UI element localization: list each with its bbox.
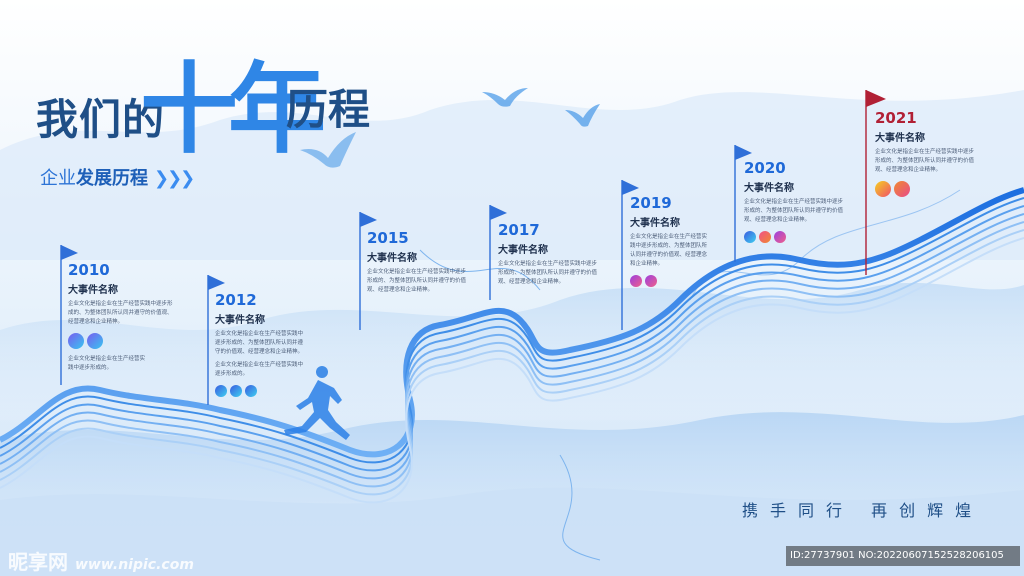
chevron-right-icon: ❯❯❯	[154, 168, 195, 189]
page-title-big: 十年	[140, 52, 326, 167]
milestone-event: 大事件名称	[744, 183, 794, 194]
dot-icon	[630, 275, 642, 287]
milestone-desc: 企业文化是指企业在生产经营实践中逐步形成的、为整体团队所认同并遵守的价值观、经营…	[367, 269, 467, 293]
dot-icon	[774, 231, 786, 243]
milestone-2012: 2012 大事件名称 企业文化是指企业在生产经营实践中逐步形成的、为整体团队所认…	[215, 292, 370, 403]
milestone-2015: 2015 大事件名称 企业文化是指企业在生产经营实践中逐步形成的、为整体团队所认…	[367, 230, 522, 295]
milestone-year: 2021	[875, 109, 917, 127]
milestone-event: 大事件名称	[68, 285, 118, 296]
milestone-desc-2: 企业文化是指企业在生产经营实践中逐步形成的。	[215, 362, 304, 377]
milestone-desc: 企业文化是指企业在生产经营实践中逐步形成的、为整体团队所认同并遵守的价值观、经营…	[498, 261, 598, 285]
milestone-event: 大事件名称	[875, 133, 925, 144]
subtitle-normal: 企业	[40, 168, 76, 189]
flag-icons	[61, 90, 886, 290]
milestone-2019: 2019 大事件名称 企业文化是指企业在生产经营实践中逐步形成的、为整体团队所认…	[630, 195, 785, 293]
milestone-2020: 2020 大事件名称 企业文化是指企业在生产经营实践中逐步形成的、为整体团队所认…	[744, 160, 899, 249]
dot-icon	[744, 231, 756, 243]
milestone-year: 2019	[630, 194, 672, 212]
dot-icon	[215, 385, 227, 397]
subtitle: 企业发展历程 ❯❯❯	[40, 164, 195, 190]
milestone-year: 2020	[744, 159, 786, 177]
milestone-desc: 企业文化是指企业在生产经营实践中逐步形成的、为整体团队所认同并遵守的价值观、经营…	[215, 331, 304, 355]
milestone-2010: 2010 大事件名称 企业文化是指企业在生产经营实践中逐步形成的、为整体团队所认…	[68, 262, 223, 373]
dot-icon	[245, 385, 257, 397]
milestone-event: 大事件名称	[367, 253, 417, 264]
milestone-event: 大事件名称	[498, 245, 548, 256]
dot-icon	[894, 181, 910, 197]
timeline-ribbon	[0, 187, 1024, 504]
milestone-desc: 企业文化是指企业在生产经营实践中逐步形成的、为整体团队所认同并遵守的价值观、经营…	[744, 199, 844, 223]
milestone-event: 大事件名称	[215, 315, 265, 326]
watermark-site-name: 昵享网	[8, 550, 68, 574]
milestone-year: 2017	[498, 221, 540, 239]
dot-icon	[230, 385, 242, 397]
flag-poles	[60, 90, 867, 405]
milestone-desc-2: 企业文化是指企业在生产经营实践中逐步形成的。	[68, 356, 146, 371]
watermark-id: ID:27737901 NO:20220607152528206105	[786, 546, 1020, 566]
bird-icon	[565, 104, 600, 127]
slogan: 携手同行 再创辉煌	[742, 501, 984, 520]
milestone-2021: 2021 大事件名称 企业文化是指企业在生产经营实践中逐步形成的、为整体团队所认…	[875, 110, 1024, 203]
milestone-event: 大事件名称	[630, 218, 680, 229]
runner-icon	[284, 366, 350, 440]
milestone-year: 2010	[68, 261, 110, 279]
dot-icon	[875, 181, 891, 197]
milestone-year: 2012	[215, 291, 257, 309]
watermark-site: 昵享网 www.nipic.com	[8, 546, 194, 575]
milestone-desc: 企业文化是指企业在生产经营实践中逐步形成的、为整体团队所认同并遵守的价值观、经营…	[630, 234, 708, 267]
dot-icon	[87, 333, 103, 349]
subtitle-strong: 发展历程	[76, 168, 148, 189]
dot-icon	[645, 275, 657, 287]
dot-icon	[68, 333, 84, 349]
page-title-post: 历程	[286, 85, 371, 134]
bird-icon	[300, 132, 356, 168]
milestone-year: 2015	[367, 229, 409, 247]
page-title-pre: 我们的	[36, 95, 166, 144]
watermark-url: www.nipic.com	[74, 557, 194, 573]
milestone-desc: 企业文化是指企业在生产经营实践中逐步形成的、为整体团队所认同并遵守的价值观、经营…	[68, 301, 173, 325]
milestone-desc: 企业文化是指企业在生产经营实践中逐步形成的、为整体团队所认同并遵守的价值观、经营…	[875, 149, 975, 173]
milestone-2017: 2017 大事件名称 企业文化是指企业在生产经营实践中逐步形成的、为整体团队所认…	[498, 222, 653, 287]
dot-icon	[759, 231, 771, 243]
bird-icon	[482, 88, 528, 107]
